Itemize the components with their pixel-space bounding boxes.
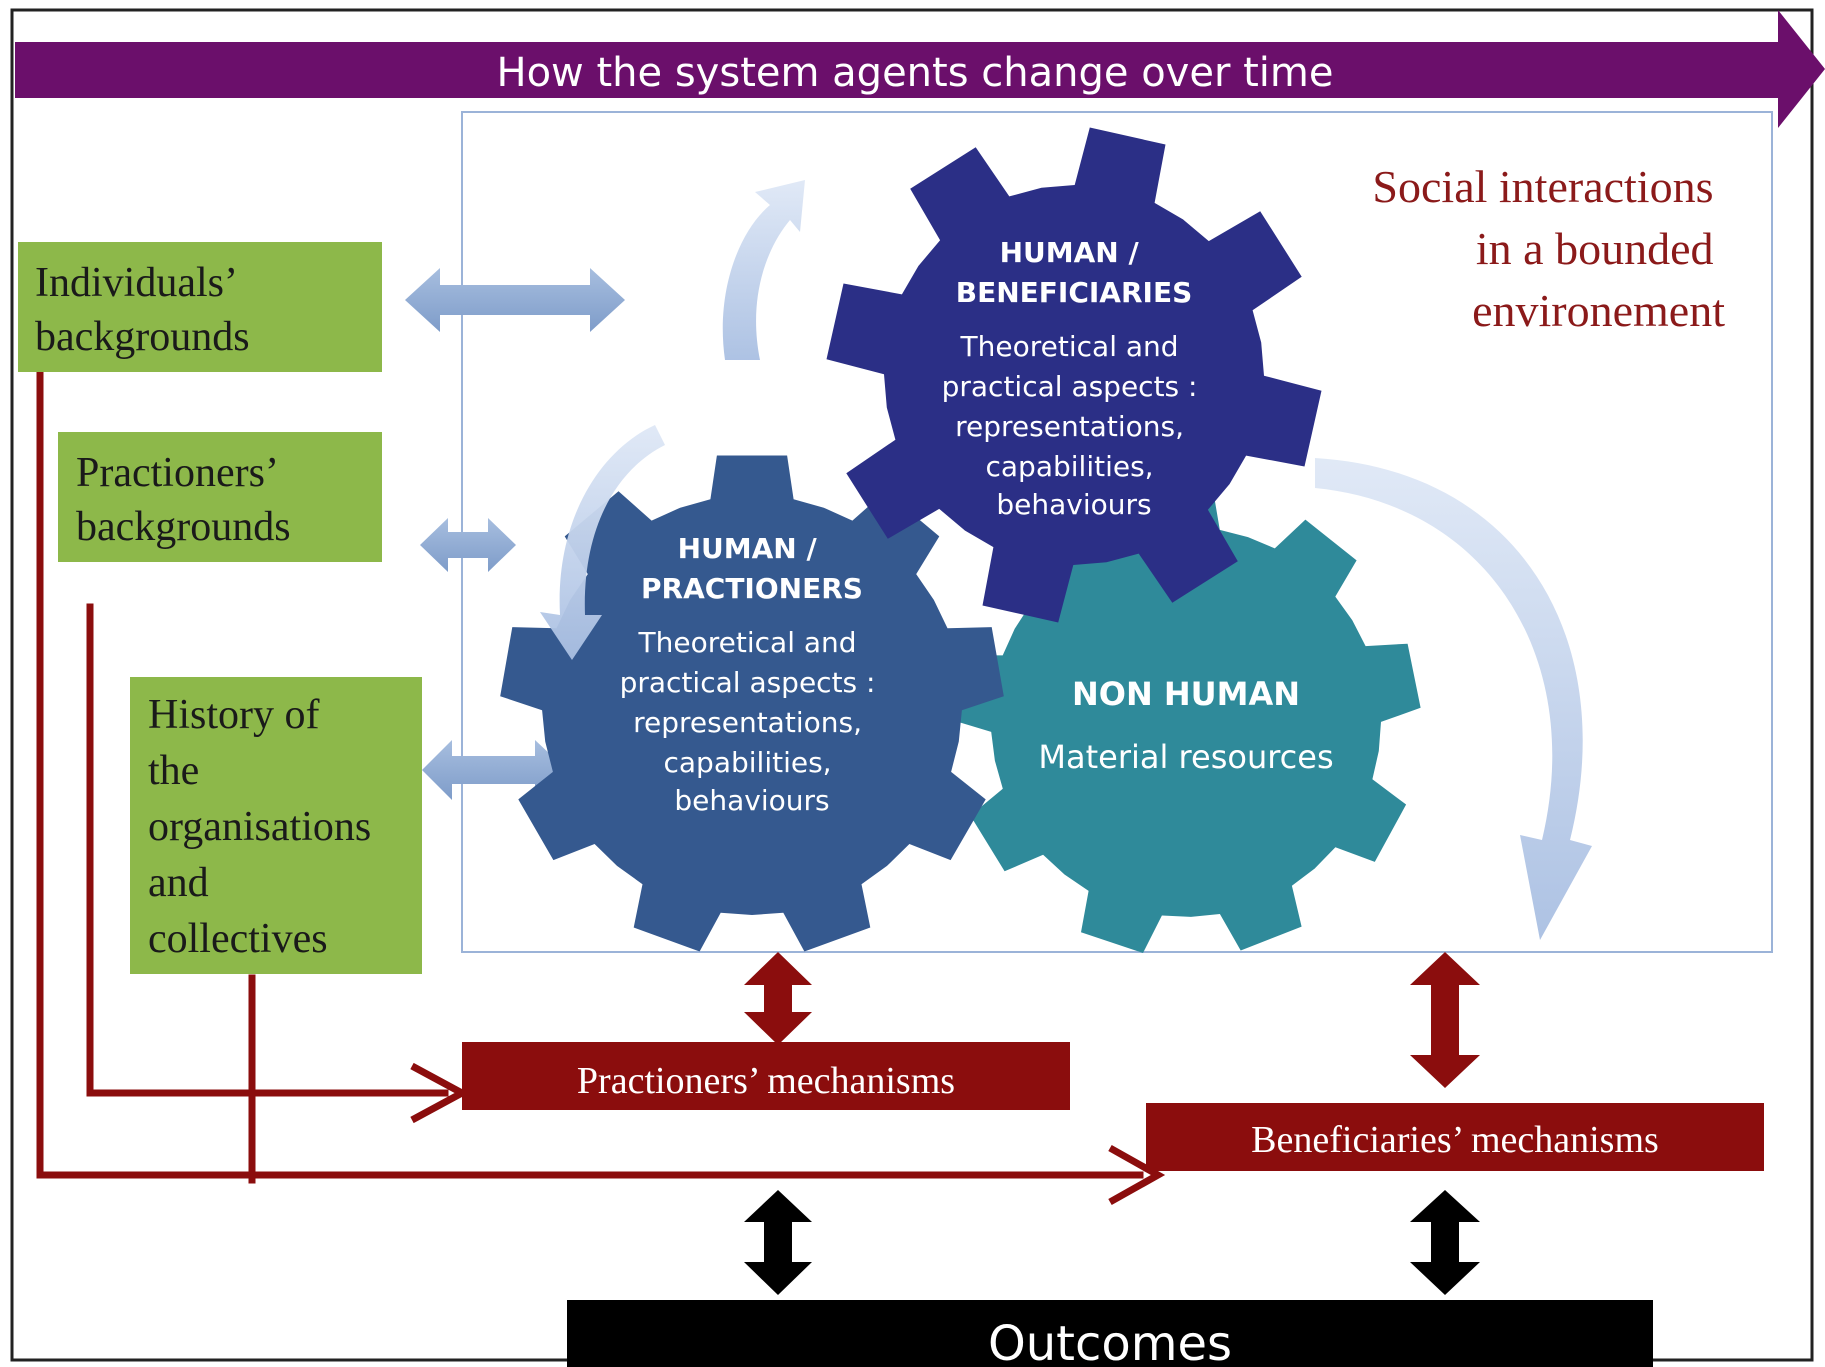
environment-caption: Social interactions in a bounded environ…	[1372, 161, 1725, 336]
history-organisations-box	[130, 677, 422, 974]
gear-beneficiaries-title: HUMAN / BENEFICIARIES	[956, 236, 1192, 309]
gear-beneficiaries-body-line: practical aspects :	[942, 370, 1198, 403]
gear-non-human	[951, 488, 1421, 953]
gear-beneficiaries-body: Theoretical and practical aspects : repr…	[942, 330, 1207, 521]
gear-beneficiaries-title-line: HUMAN /	[1000, 236, 1140, 269]
gear-practitioners	[500, 455, 1004, 952]
beneficiaries-mechanisms-box	[1146, 1103, 1764, 1171]
gear-beneficiaries-body-line: representations,	[955, 410, 1184, 443]
individuals-backgrounds-line: backgrounds	[35, 314, 250, 360]
time-banner-label: How the system agents change over time	[497, 50, 1334, 96]
history-organisations-line: and	[148, 860, 209, 906]
practitioners-backgrounds-box	[58, 432, 382, 562]
individuals-double-arrow	[405, 268, 625, 332]
individuals-backgrounds-text: Individuals’ backgrounds	[35, 260, 250, 360]
practitioners-backgrounds-line: Practioners’	[76, 450, 276, 496]
individuals-to-beneficiaries-line	[36, 358, 1144, 1179]
outcomes-label: Outcomes	[988, 1316, 1232, 1367]
gear-practitioners-body-line: representations,	[633, 706, 862, 739]
practitioners-mechanisms-box	[462, 1042, 1070, 1110]
gear-practitioners-body-line: practical aspects :	[620, 666, 876, 699]
gear-practitioners-title-line: HUMAN /	[678, 532, 818, 565]
history-organisations-line: organisations	[148, 804, 371, 850]
practitioners-double-arrow	[420, 518, 516, 572]
gear-beneficiaries-body-line: Theoretical and	[960, 330, 1179, 363]
environment-caption-line: in a bounded	[1476, 223, 1714, 274]
gear-non-human-shape	[951, 488, 1421, 953]
practitioners-backgrounds-line: backgrounds	[76, 504, 291, 550]
gear-beneficiaries-shape	[826, 127, 1322, 623]
gear-beneficiaries-body-line: capabilities,	[986, 450, 1154, 483]
gear-non-human-title: NON HUMAN	[1072, 675, 1300, 713]
gear-practitioners-shape	[500, 455, 1004, 952]
history-organisations-line: collectives	[148, 916, 328, 962]
gear-beneficiaries	[826, 127, 1322, 623]
beneficiaries-mechanisms-label: Beneficiaries’ mechanisms	[1251, 1119, 1659, 1161]
history-double-arrow	[422, 740, 567, 800]
gear-practitioners-title: HUMAN / PRACTIONERS	[641, 532, 863, 605]
environment-caption-line: environement	[1472, 285, 1725, 336]
history-organisations-line: the	[148, 748, 199, 794]
individuals-backgrounds-line: Individuals’	[35, 260, 235, 306]
gear-beneficiaries-title-line: BENEFICIARIES	[956, 276, 1192, 309]
gear-practitioners-body-line: Theoretical and	[638, 626, 857, 659]
gear-practitioners-body-line: capabilities,	[664, 746, 832, 779]
background-connectors	[36, 358, 1144, 1184]
history-organisations-text: History of the organisations and collect…	[148, 692, 382, 962]
practitioners-to-practitioners-line	[86, 603, 449, 1097]
curved-arrow-right-loop	[1315, 458, 1592, 940]
time-banner-arrow	[15, 10, 1825, 128]
gear-practitioners-title-line: PRACTIONERS	[641, 572, 863, 605]
curved-arrow-up	[722, 180, 805, 360]
history-organisations-line: History of	[148, 692, 320, 738]
curved-arrow-down-left	[540, 425, 665, 660]
environment-caption-line: Social interactions	[1372, 161, 1713, 212]
beneficiaries-gear-mechanism-arrow	[1410, 952, 1480, 1088]
practitioners-gear-mechanism-arrow	[744, 952, 812, 1045]
gear-practitioners-body: Theoretical and practical aspects : repr…	[620, 626, 885, 817]
beneficiaries-mechanisms-arrowhead	[1108, 1144, 1166, 1206]
individuals-backgrounds-box	[18, 242, 382, 372]
gear-practitioners-body-line: behaviours	[674, 784, 829, 817]
practitioners-mechanisms-label: Practioners’ mechanisms	[577, 1060, 955, 1102]
gear-non-human-body: Material resources	[1038, 738, 1333, 776]
outcomes-box	[567, 1300, 1653, 1367]
outcomes-right-double-arrow	[1410, 1190, 1480, 1295]
outcomes-left-double-arrow	[744, 1190, 812, 1295]
practitioners-backgrounds-text: Practioners’ backgrounds	[76, 450, 291, 550]
gear-beneficiaries-body-line: behaviours	[996, 488, 1151, 521]
